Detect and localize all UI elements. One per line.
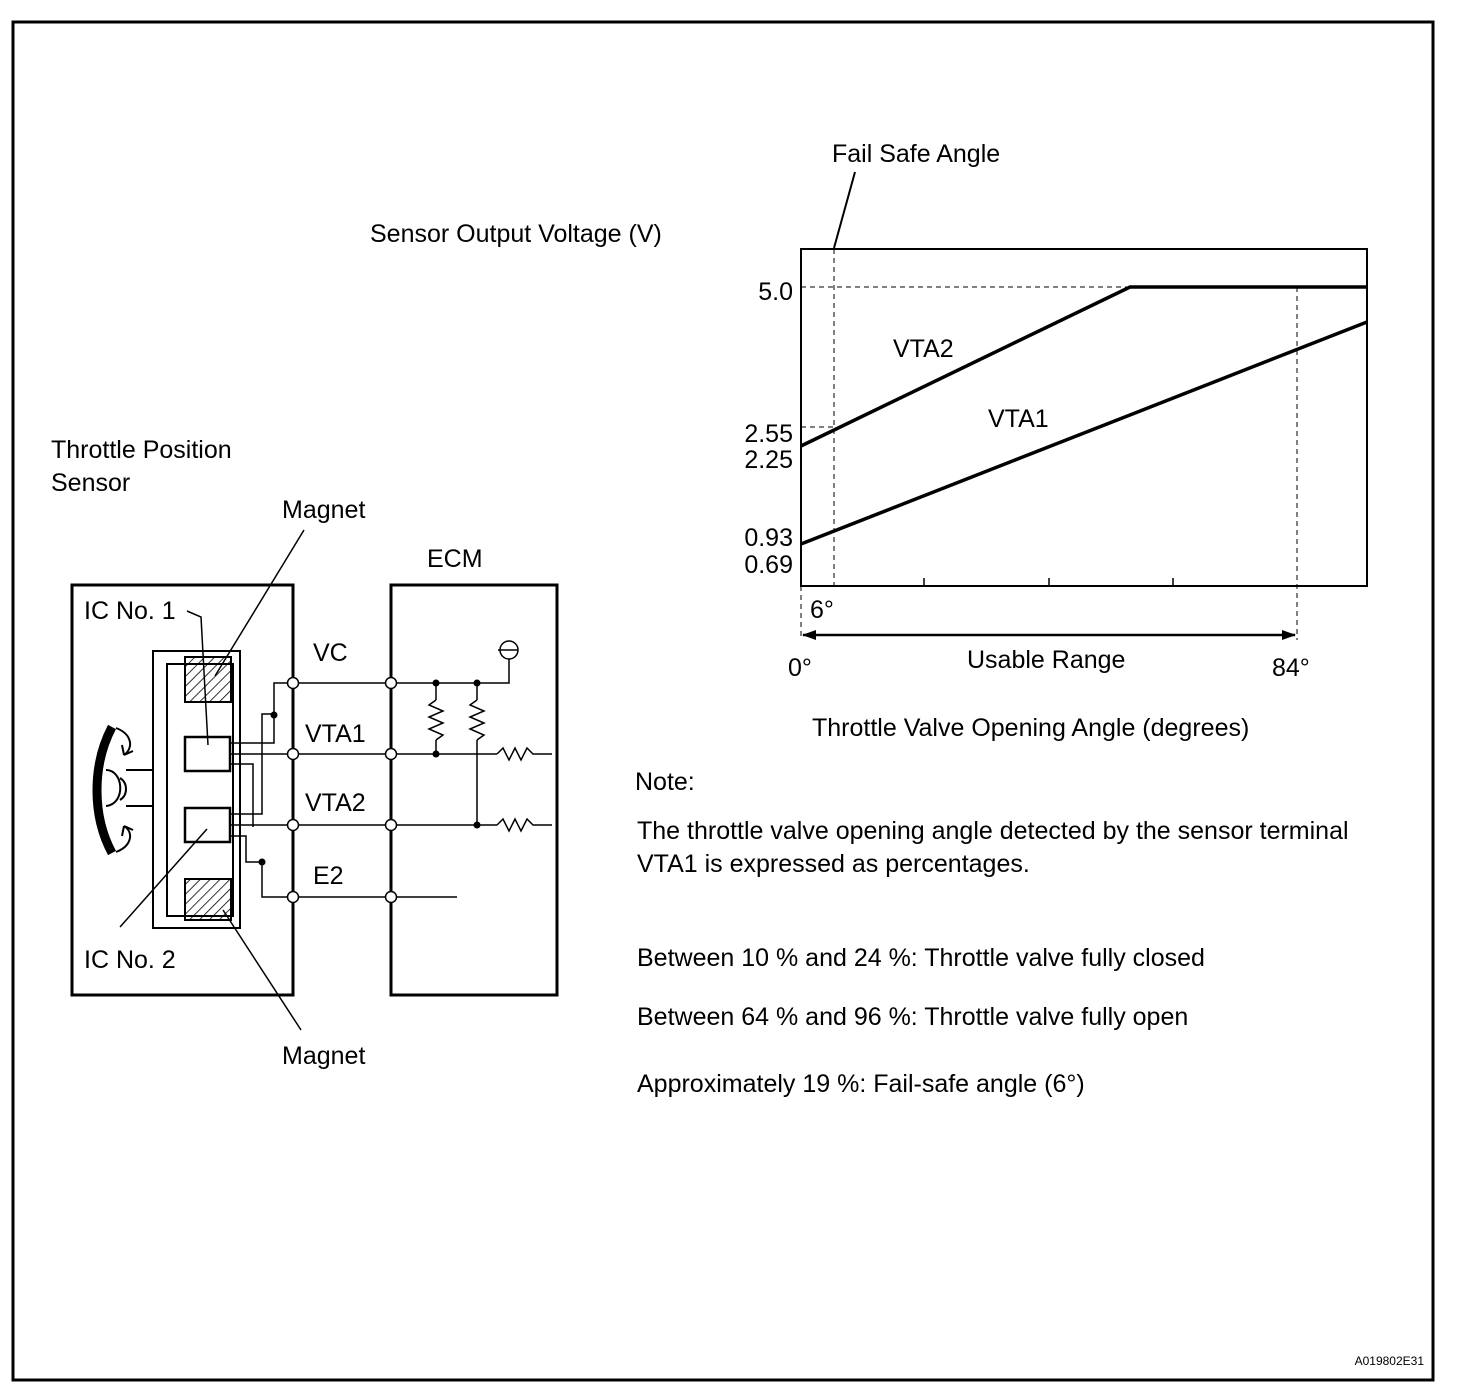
- power-supply-icon: [499, 640, 519, 660]
- note-item-fully-open: Between 64 % and 96 %: Throttle valve fu…: [637, 1003, 1188, 1031]
- terminal-label-vta1: VTA1: [305, 720, 366, 748]
- voltage-graph: Fail Safe Angle Sensor Output Voltage (V…: [370, 140, 1368, 742]
- y-tick-0-69: 0.69: [744, 551, 793, 579]
- fail-safe-leader-line: [833, 171, 856, 249]
- y-tick-2-55: 2.55: [744, 420, 793, 448]
- plot-frame: [800, 248, 1368, 587]
- series-label-vta2: VTA2: [893, 335, 954, 363]
- terminal-label-vta2: VTA2: [305, 789, 366, 817]
- sensor-title-line1: Throttle Position: [51, 436, 232, 464]
- ic-no2-label: IC No. 2: [84, 946, 176, 974]
- vta1-line: [800, 320, 1368, 546]
- figure-code: A019802E31: [1355, 1354, 1425, 1368]
- magnet-label-top: Magnet: [282, 496, 365, 524]
- note-item-fully-closed: Between 10 % and 24 %: Throttle valve fu…: [637, 944, 1205, 972]
- fail-safe-angle-label: Fail Safe Angle: [832, 140, 1000, 168]
- x-tick-marks: [923, 578, 1174, 586]
- ic-no1-label: IC No. 1: [84, 597, 176, 625]
- x-axis-title: Throttle Valve Opening Angle (degrees): [812, 714, 1249, 742]
- junction-dots: [258, 679, 481, 866]
- note-heading: Note:: [635, 768, 695, 796]
- y-tick-0-93: 0.93: [744, 524, 793, 552]
- y-tick-2-25: 2.25: [744, 446, 793, 474]
- figure-border: [11, 20, 1435, 1382]
- series-label-vta1: VTA1: [988, 405, 1049, 433]
- terminal-label-vc: VC: [313, 639, 348, 667]
- y-tick-5-0: 5.0: [758, 278, 793, 306]
- note-line2: VTA1 is expressed as percentages.: [637, 850, 1030, 878]
- rotation-icon: [92, 724, 153, 856]
- circuit-diagram: Throttle Position Sensor Magnet ECM: [51, 436, 559, 1070]
- magnet-label-bottom: Magnet: [282, 1042, 365, 1070]
- magnet-bottom: [184, 878, 232, 921]
- yoke-outer: [152, 650, 241, 929]
- terminal-label-e2: E2: [313, 862, 344, 890]
- note-block: Note: The throttle valve opening angle d…: [635, 768, 1349, 1098]
- usable-range-label: Usable Range: [967, 646, 1125, 674]
- x-label-0-deg: 0°: [788, 654, 812, 682]
- sensor-housing: [70, 583, 295, 997]
- ecm-housing: [389, 583, 559, 997]
- wiring: [119, 529, 552, 1031]
- ic-no2-chip: [183, 806, 232, 844]
- magnet-top: [184, 656, 232, 703]
- x-label-6-deg: 6°: [810, 596, 834, 624]
- note-item-fail-safe: Approximately 19 %: Fail-safe angle (6°): [637, 1070, 1085, 1098]
- x-label-84-deg: 84°: [1272, 654, 1310, 682]
- sensor-title-line2: Sensor: [51, 469, 130, 497]
- vta2-line: [800, 285, 1367, 448]
- terminal-circles: [286, 676, 398, 904]
- note-line1: The throttle valve opening angle detecte…: [637, 817, 1349, 845]
- y-axis-title: Sensor Output Voltage (V): [370, 220, 662, 248]
- ecm-label: ECM: [427, 545, 483, 573]
